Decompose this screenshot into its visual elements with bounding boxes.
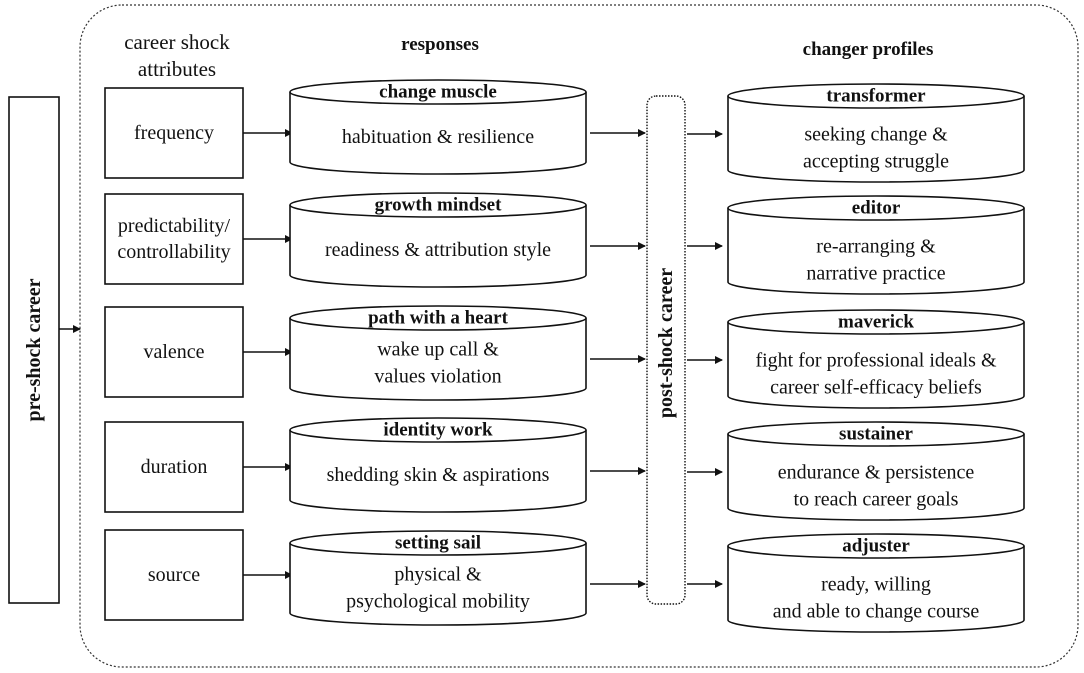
diagram-rows: frequency predictability/controllability v… (104, 79, 1025, 633)
profile-cylinder-3-top (727, 309, 1025, 335)
profile-body-1-line: accepting struggle (803, 151, 949, 173)
pre-shock-label: pre-shock career (23, 278, 45, 421)
response-cylinder-5-body (289, 543, 587, 626)
attribute-box-4 (104, 421, 244, 513)
response-title-2: growth mindset (375, 195, 503, 216)
attribute-label-2: predictability/controllability (117, 215, 230, 263)
response-body-3-line: wake up call & (377, 339, 499, 361)
profile-body-5: ready, willing and able to change course (773, 574, 980, 623)
response-cylinder-3-body (289, 318, 587, 401)
response-body-3: wake up call & values violation (374, 339, 501, 388)
profile-cylinder-2-top (727, 195, 1025, 221)
response-title-1: change muscle (379, 82, 497, 103)
attribute-label-1: frequency (134, 122, 214, 144)
response-title-4: identity work (383, 420, 493, 441)
attribute-label-4: duration (141, 456, 208, 478)
profile-body-2-line: narrative practice (806, 263, 945, 285)
profiles-heading: changer profiles (803, 39, 934, 60)
profile-body-4-line: endurance & persistence (778, 462, 975, 484)
attribute-label-2-line: controllability (117, 241, 230, 263)
response-cylinder-2-top (289, 192, 587, 218)
responses-heading: responses (401, 34, 479, 55)
profile-body-5-line: ready, willing (821, 574, 931, 596)
profile-cylinder-1-body (727, 96, 1025, 183)
profile-body-4: endurance & persistence to reach career g… (778, 462, 975, 511)
response-body-5-line: physical & (394, 564, 482, 586)
attribute-label-5-line: source (148, 564, 200, 586)
profile-body-3: fight for professional ideals & career se… (755, 350, 996, 399)
attribute-box-5 (104, 529, 244, 621)
response-cylinder-1-body (289, 92, 587, 175)
profile-cylinder-3-body (727, 322, 1025, 409)
post-shock-label: post-shock career (655, 268, 677, 418)
profile-body-2: re-arranging & narrative practice (806, 236, 945, 285)
profile-cylinder-4-top (727, 421, 1025, 447)
response-body-2: readiness & attribution style (325, 239, 551, 261)
profile-body-1-line: seeking change & (804, 124, 948, 146)
response-cylinder-2-body (289, 205, 587, 288)
attribute-label-4-line: duration (141, 456, 208, 478)
attribute-label-1-line: frequency (134, 122, 214, 144)
response-cylinder-4-top (289, 417, 587, 443)
response-body-4: shedding skin & aspirations (327, 464, 550, 486)
response-body-5: physical & psychological mobility (346, 564, 530, 613)
profile-body-3-line: fight for professional ideals & (755, 350, 996, 372)
attribute-label-2-line: predictability/ (118, 215, 231, 237)
profile-cylinder-1-top (727, 83, 1025, 109)
profile-body-3-line: career self-efficacy beliefs (770, 377, 982, 399)
pre-shock-box (8, 96, 60, 604)
response-cylinder-1-top (289, 79, 587, 105)
response-body-3-line: values violation (374, 366, 501, 388)
response-body-1: habituation & resilience (342, 126, 534, 148)
profile-title-4: sustainer (839, 424, 913, 445)
response-cylinder-5-top (289, 530, 587, 556)
attribute-box-2 (104, 193, 244, 285)
profile-title-5: adjuster (842, 536, 910, 557)
profile-cylinder-2-body (727, 208, 1025, 295)
response-body-5-line: psychological mobility (346, 591, 530, 613)
attribute-box-3 (104, 306, 244, 398)
response-title-5: setting sail (395, 533, 481, 554)
profile-cylinder-4-body (727, 434, 1025, 521)
profile-title-3: maverick (838, 312, 914, 333)
response-cylinder-4-body (289, 430, 587, 513)
profile-title-1: transformer (826, 86, 926, 107)
response-body-2-line: readiness & attribution style (325, 239, 551, 261)
profile-cylinder-5-top (727, 533, 1025, 559)
profile-title-2: editor (852, 198, 901, 219)
attributes-heading-line1: career shock (124, 30, 230, 54)
attribute-label-3-line: valence (143, 341, 204, 363)
profile-body-5-line: and able to change course (773, 601, 980, 623)
response-title-3: path with a heart (368, 308, 509, 329)
profile-body-4-line: to reach career goals (794, 489, 959, 511)
profile-cylinder-5-body (727, 546, 1025, 633)
attribute-label-5: source (148, 564, 200, 586)
profile-body-1: seeking change & accepting struggle (803, 124, 949, 173)
attribute-box-1 (104, 87, 244, 179)
attribute-label-3: valence (143, 341, 204, 363)
response-body-1-line: habituation & resilience (342, 126, 534, 148)
outer-frame (79, 4, 1079, 668)
profile-body-2-line: re-arranging & (816, 236, 936, 258)
post-shock-box (646, 95, 686, 605)
response-cylinder-3-top (289, 305, 587, 331)
attributes-heading-line2: attributes (138, 57, 216, 81)
response-body-4-line: shedding skin & aspirations (327, 464, 550, 486)
